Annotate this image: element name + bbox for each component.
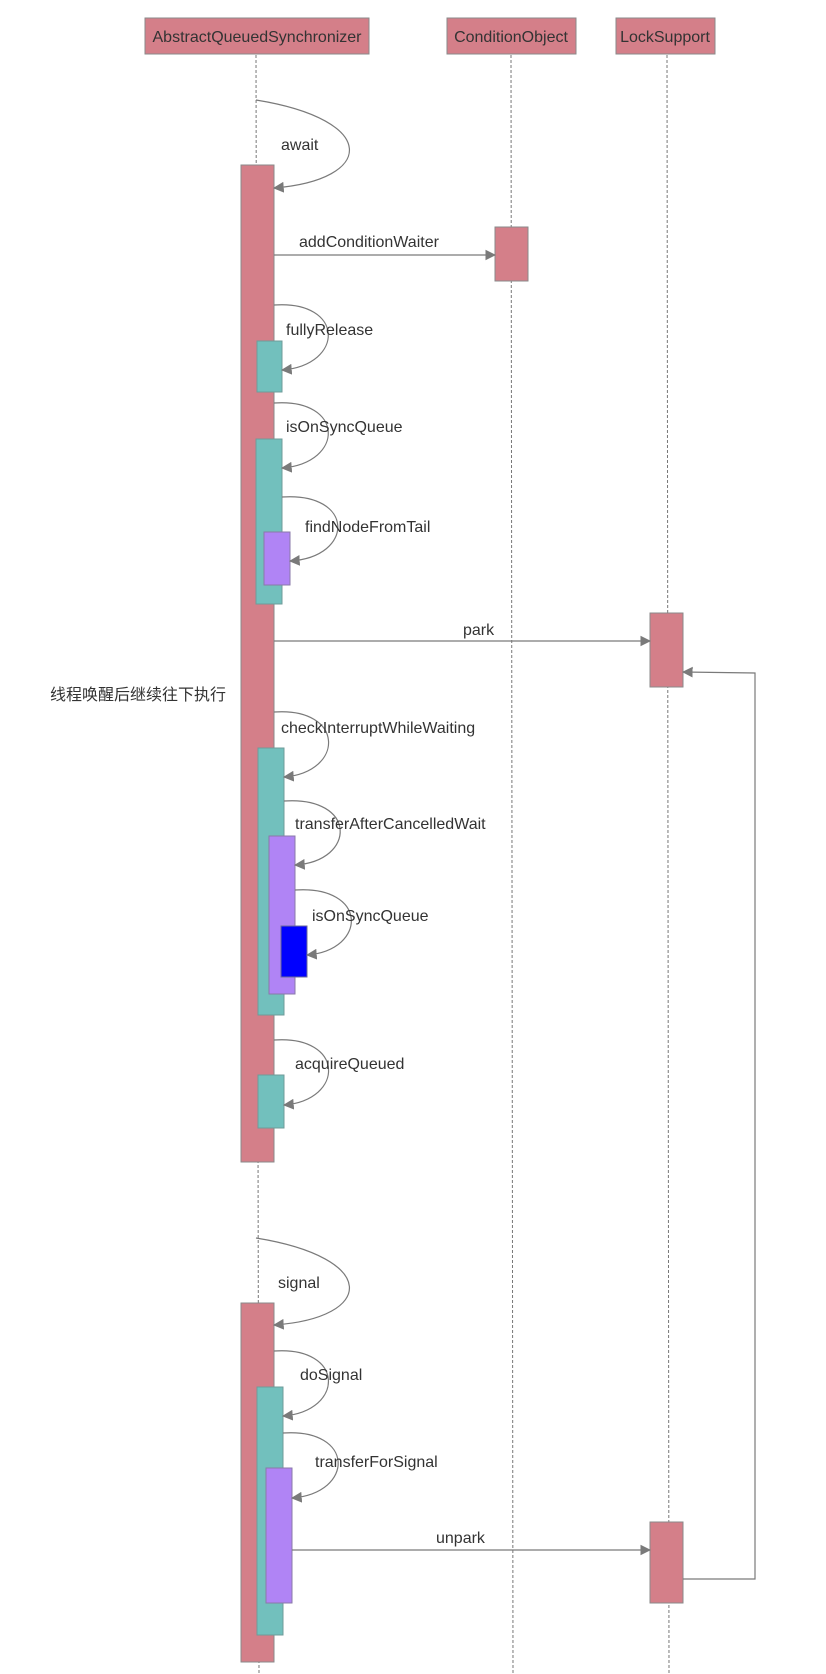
activation-fully-release <box>256 340 283 393</box>
label-park: park <box>463 622 495 639</box>
label-add-condition-waiter: addConditionWaiter <box>299 234 440 251</box>
arrow-is-on-sync-queue <box>273 402 329 473</box>
arrow-await <box>255 99 350 193</box>
participant-condition-object-label: ConditionObject <box>454 29 568 46</box>
label-signal: signal <box>278 1275 320 1292</box>
participant-condition-object[interactable]: ConditionObject <box>446 17 577 55</box>
label-acquire-queued: acquireQueued <box>295 1056 404 1073</box>
activation-unpark <box>649 1521 684 1604</box>
label-await: await <box>281 137 319 154</box>
arrow-is-on-sync-queue-nested <box>294 889 352 960</box>
label-is-on-sync-queue: isOnSyncQueue <box>286 419 403 436</box>
arrow-transfer-for-signal <box>282 1432 339 1503</box>
label-fully-release: fullyRelease <box>286 322 373 339</box>
note-thread-resume: 线程唤醒后继续往下执行 <box>50 685 226 704</box>
label-transfer-for-signal: transferForSignal <box>315 1454 438 1471</box>
label-find-node-from-tail: findNodeFromTail <box>305 519 430 536</box>
activation-park <box>649 612 684 688</box>
arrow-find-node-from-tail <box>281 496 339 566</box>
participant-aqs-label: AbstractQueuedSynchronizer <box>153 29 363 46</box>
participant-lock-support-label: LockSupport <box>620 29 710 46</box>
arrow-check-interrupt-while-waiting <box>273 711 330 782</box>
activation-transfer-for-signal <box>265 1467 293 1604</box>
arrow-do-signal <box>273 1350 329 1421</box>
label-check-interrupt-while-waiting: checkInterruptWhileWaiting <box>281 720 475 737</box>
label-unpark: unpark <box>436 1530 486 1547</box>
activation-find-node-from-tail <box>263 531 291 586</box>
arrow-acquire-queued <box>273 1039 330 1110</box>
activation-add-condition-waiter <box>494 226 529 282</box>
arrow-fully-release <box>273 304 329 375</box>
label-transfer-after-cancelled-wait: transferAfterCancelledWait <box>295 816 486 833</box>
lifeline-lock-support <box>666 54 670 1674</box>
label-do-signal: doSignal <box>300 1367 362 1384</box>
label-is-on-sync-queue-nested: isOnSyncQueue <box>312 908 429 925</box>
activation-is-on-sync-queue-nested <box>280 925 308 978</box>
activation-acquire-queued <box>257 1074 285 1129</box>
lifeline-condition-object <box>510 54 514 1674</box>
participant-aqs[interactable]: AbstractQueuedSynchronizer <box>144 17 370 55</box>
arrow-unpark-wakes-park <box>681 666 756 1580</box>
arrow-transfer-after-cancelled-wait <box>283 800 341 870</box>
participant-lock-support[interactable]: LockSupport <box>615 17 716 55</box>
arrow-signal <box>255 1237 350 1330</box>
